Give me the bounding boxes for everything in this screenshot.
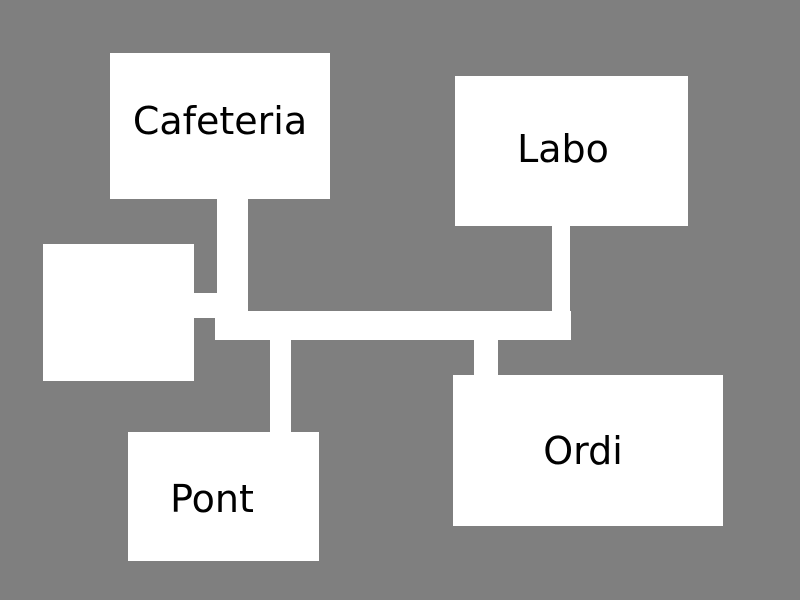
corridor-to-labo [552, 224, 570, 313]
room-label-cafeteria: Cafeteria [132, 99, 308, 143]
room-labo [455, 76, 688, 226]
main-corridor [215, 311, 571, 340]
corridor-to-pont [270, 338, 291, 434]
room-label-ordi: Ordi [543, 429, 623, 473]
room-label-labo: Labo [517, 127, 609, 171]
corridor-to-cafeteria [217, 198, 248, 313]
room-cafeteria [110, 53, 330, 199]
room-ordi [453, 375, 723, 526]
room-pont [128, 432, 319, 561]
room-unnamed [43, 244, 194, 381]
corridor-to-ordi [474, 338, 498, 377]
corridor-to-unnamed-room [193, 293, 219, 318]
room-label-pont: Pont [170, 477, 254, 521]
